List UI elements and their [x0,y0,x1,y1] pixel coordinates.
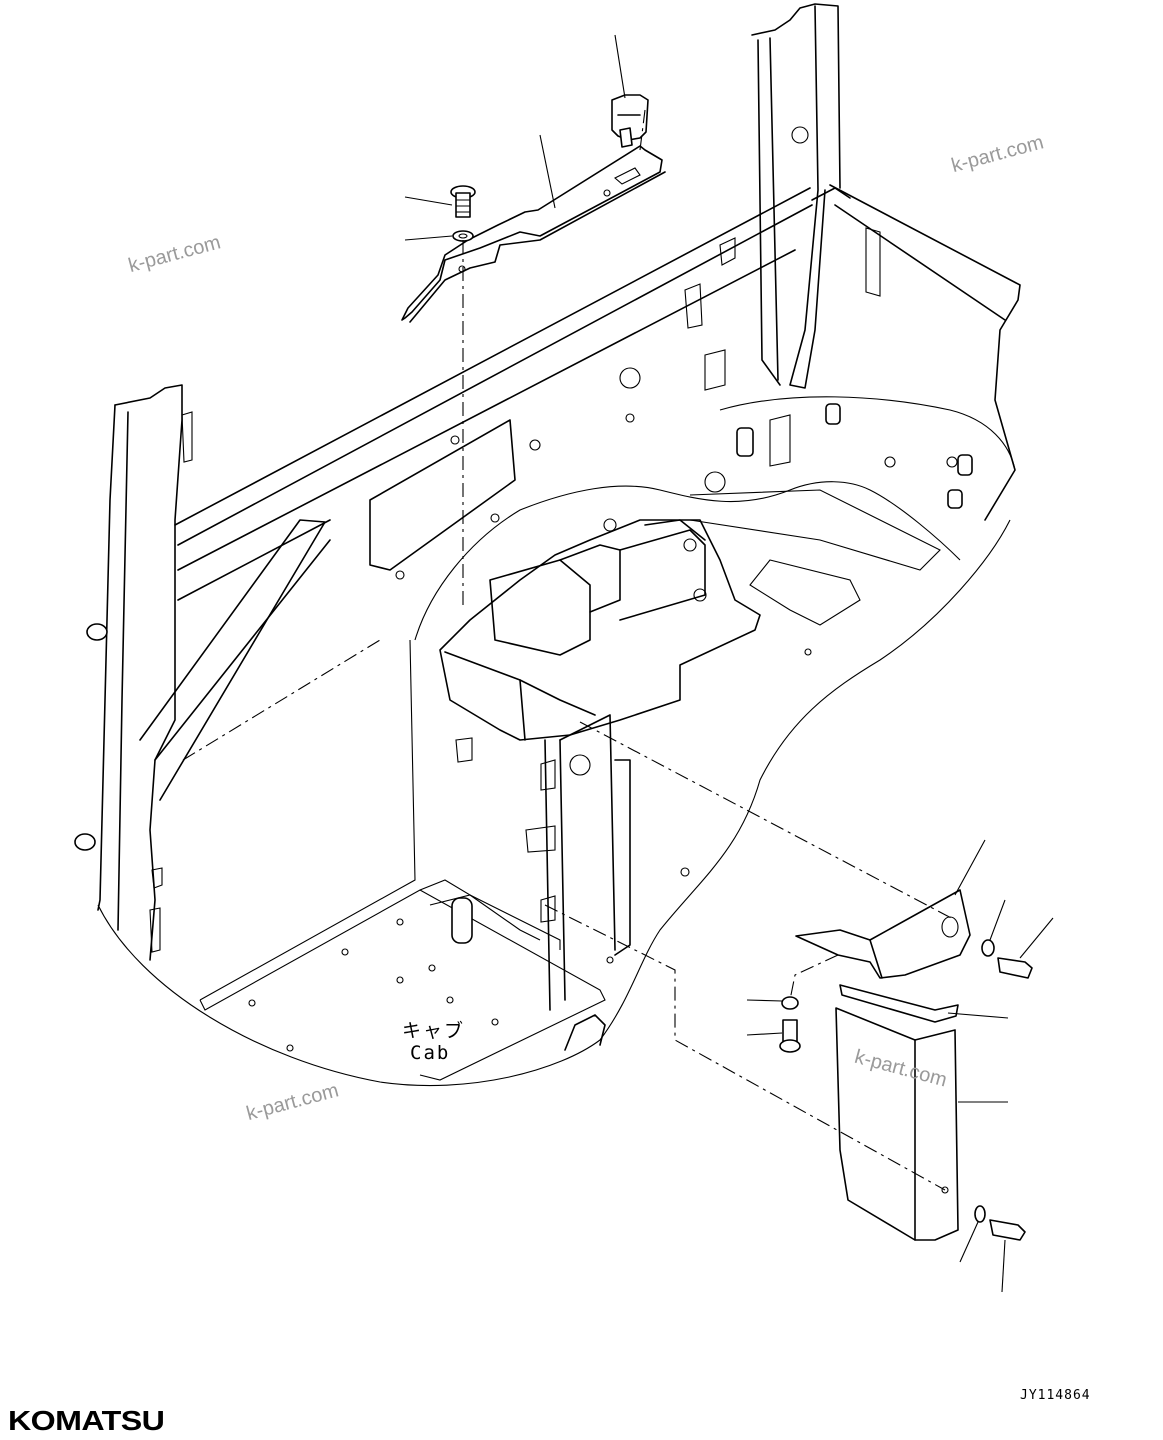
floor-handle [564,1014,606,1051]
fasteners-lower [779,939,1033,1241]
drawing-number: JY114864 [1020,1388,1091,1403]
cab-frame [74,3,1021,1087]
leader-lines [404,34,1054,1293]
cable-bracket-plate [401,145,666,323]
connector-part [611,94,649,148]
bolt-top [450,185,476,242]
komatsu-logo: KOMATSU [8,1405,165,1436]
cab-label-english: Cab [410,1042,451,1064]
assembly-centerlines [182,109,956,1191]
cab-label-japanese: キャブ [402,1020,466,1042]
lower-cover-assembly [795,889,971,1241]
